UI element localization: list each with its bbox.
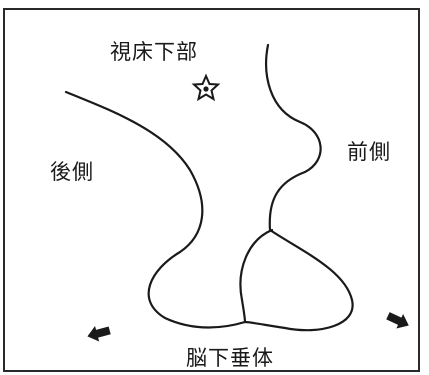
anterior-outline-curve bbox=[243, 43, 354, 332]
pituitary-label: 脳下垂体 bbox=[186, 346, 274, 370]
hypothalamus-label: 視床下部 bbox=[110, 40, 198, 64]
anterior-label: 前側 bbox=[347, 140, 391, 164]
right-arrow-icon bbox=[386, 312, 409, 329]
left-arrow-icon bbox=[87, 326, 111, 342]
posterior-outline-curve bbox=[64, 90, 247, 329]
pituitary-inner-division bbox=[239, 228, 274, 324]
figure-border bbox=[3, 8, 420, 372]
star-neuron-icon bbox=[191, 73, 221, 102]
posterior-label: 後側 bbox=[50, 160, 94, 184]
